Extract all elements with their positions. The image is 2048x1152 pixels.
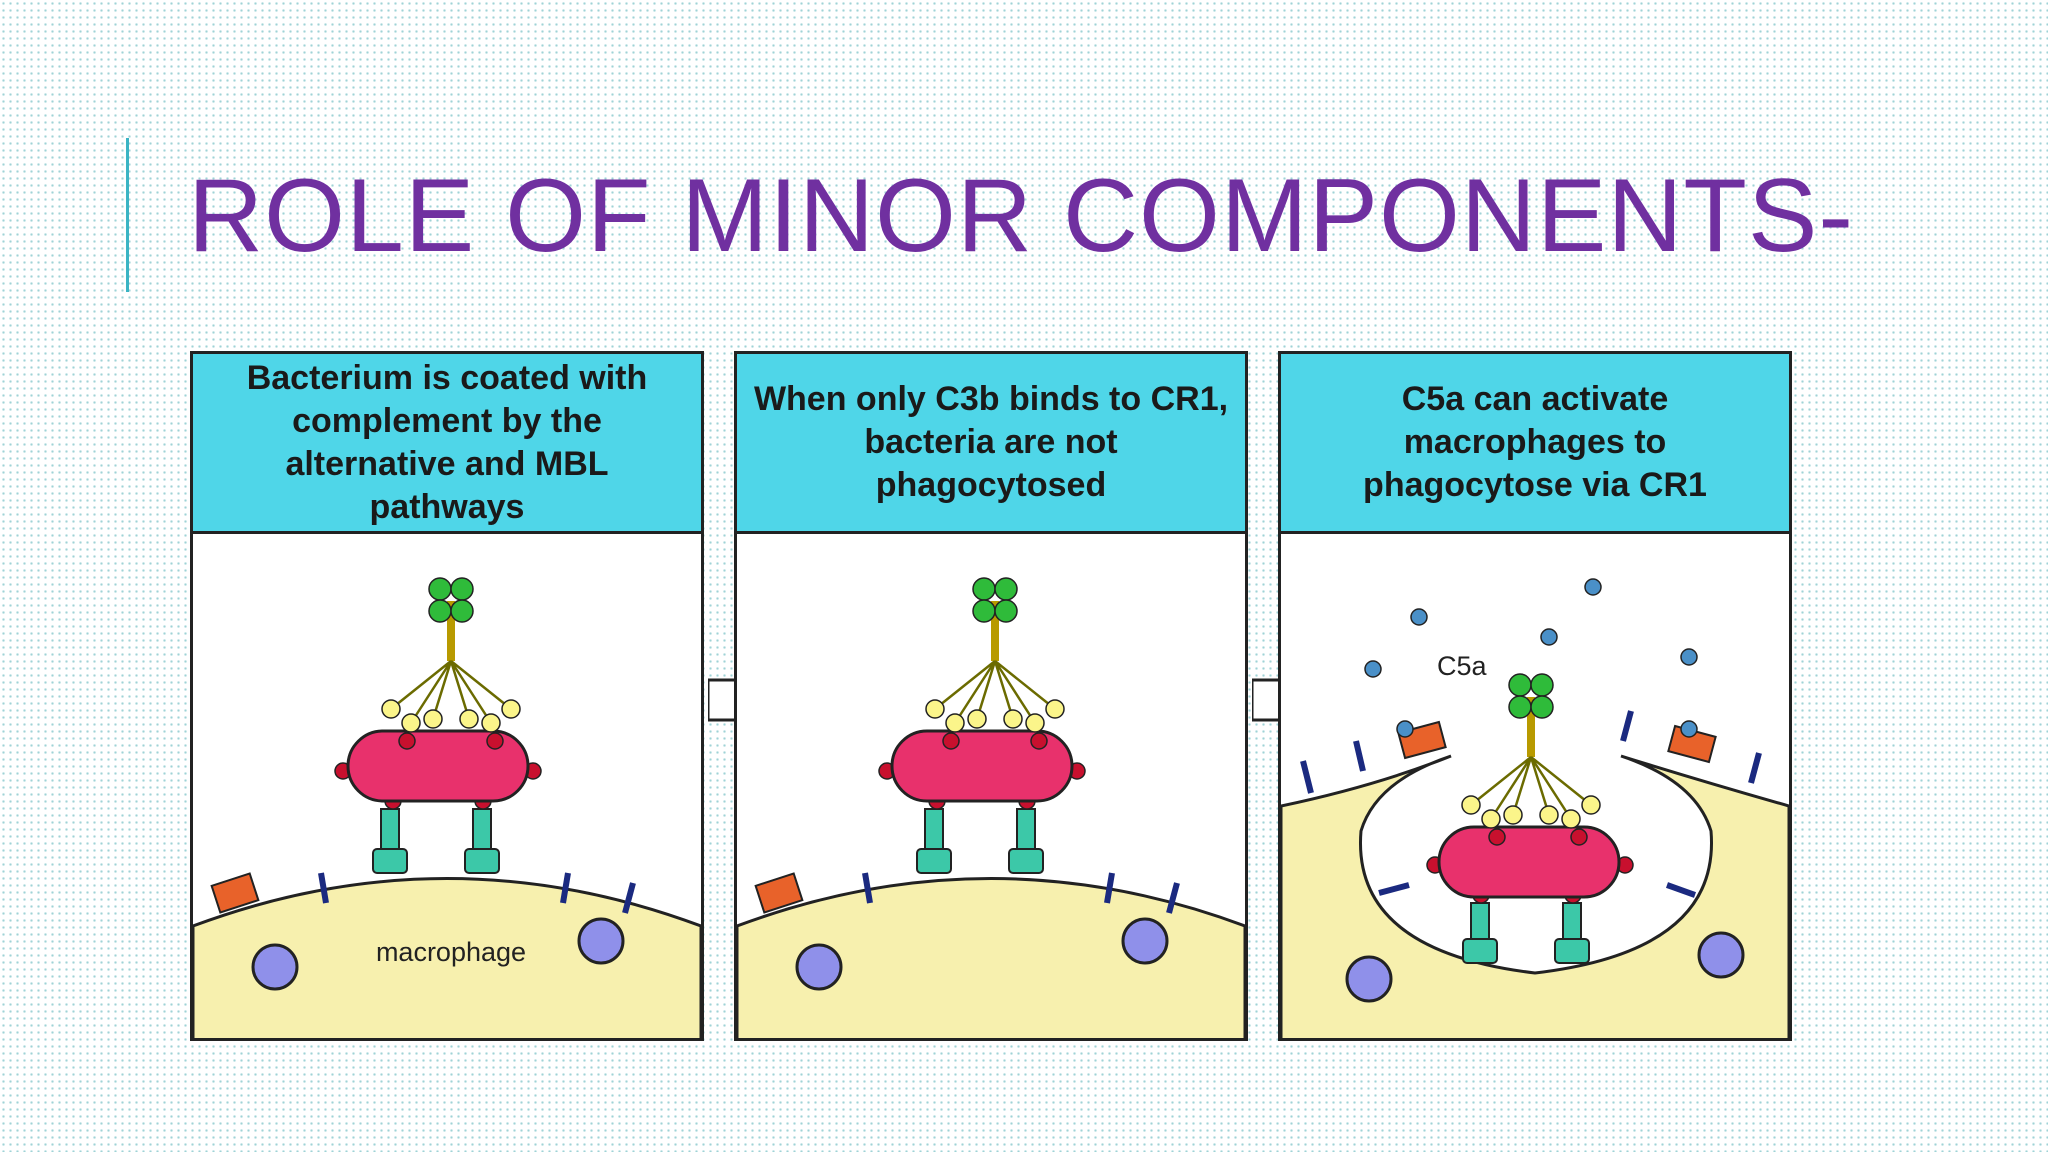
bacterium [1437,825,1621,899]
mbl-globular-head [428,599,452,623]
mbl-globular-head [972,599,996,623]
cr1-stalk [1104,872,1115,904]
mbl-globular-head [450,599,474,623]
mbl-head [945,713,965,733]
c5a-molecule [1540,628,1558,646]
c5a-molecule [1680,648,1698,666]
c5a-molecule [1396,720,1414,738]
panel-3-caption: C5a can activate macrophages to phagocyt… [1363,380,1707,504]
membrane-receptor [754,872,804,914]
bacterium [346,729,530,803]
c5a-label: C5a [1437,651,1488,681]
panel-2-caption: When only C3b binds to CR1, bacteria are… [753,380,1229,504]
mbl-head [1461,795,1481,815]
mbl-globular-head [1508,695,1532,719]
c3b-fragment [398,732,416,750]
macrophage-membrane [193,877,701,1038]
mbl-head [501,699,521,719]
panel-2: When only C3b binds to CR1, bacteria are… [734,351,1248,1041]
mbl-head [481,713,501,733]
c5a-molecule [1584,578,1602,596]
cr1-stalk [1166,882,1180,914]
cr1-stalk [1748,752,1762,784]
c3b-fragment [1570,828,1588,846]
membrane-receptor [210,872,260,914]
cr1-stalk [1665,882,1697,898]
panel-1-caption-box: Bacterium is coated with complement by t… [193,354,701,534]
c3b-fragment [942,732,960,750]
panel-2-caption-box: When only C3b binds to CR1, bacteria are… [737,354,1245,534]
panel-3-scene: C5a [1281,531,1789,1038]
mbl-globular-head [994,599,1018,623]
cr1-stalk [1378,882,1410,896]
mbl-globular-head [1530,673,1554,697]
mbl-head [925,699,945,719]
mbl-head [1025,713,1045,733]
mbl-head [1581,795,1601,815]
receptor-base [916,848,952,874]
mbl-head [381,699,401,719]
c3b-fragment [486,732,504,750]
granule [251,943,299,991]
mbl-arms [390,660,512,724]
mbl-head [1481,809,1501,829]
mbl-head [401,713,421,733]
mbl-head [1503,805,1523,825]
granule [1697,931,1745,979]
mbl-head [1561,809,1581,829]
slide-title: ROLE OF MINOR COMPONENTS- [188,158,1854,274]
granule [1121,917,1169,965]
receptor-base [1462,938,1498,964]
receptor-base [1008,848,1044,874]
cr1-stalk [318,872,329,904]
mbl-head [1045,699,1065,719]
macrophage-engulfing [1281,754,1789,1038]
mbl-globular-head [972,577,996,601]
cr1-stalk [622,882,636,914]
cr1-stalk [1300,760,1314,794]
panel-3: C5a can activate macrophages to phagocyt… [1278,351,1792,1041]
cr1-stalk [862,872,873,904]
receptor-base [464,848,500,874]
mbl-globular-head [450,577,474,601]
receptor-base [372,848,408,874]
mbl-head [1003,709,1023,729]
mbl-arms [1470,756,1592,820]
cr1-stalk [560,872,571,904]
mbl-head [1539,805,1559,825]
panel-2-scene [737,531,1245,1038]
panel-3-caption-box: C5a can activate macrophages to phagocyt… [1281,354,1789,534]
mbl-head [459,709,479,729]
cr1-stalk [1620,710,1634,742]
mbl-globular-head [994,577,1018,601]
macrophage-label: macrophage [376,937,526,967]
mbl-head [967,709,987,729]
panel-1-scene: macrophage [193,531,701,1038]
c5a-molecule [1364,660,1382,678]
granule [795,943,843,991]
granule [1345,955,1393,1003]
macrophage-membrane [737,877,1245,1038]
mbl-arms [934,660,1056,724]
receptor-base [1554,938,1590,964]
mbl-head [423,709,443,729]
mbl-globular-head [1508,673,1532,697]
cr1-stalk [1353,740,1366,772]
c5a-molecule [1680,720,1698,738]
bacterium [890,729,1074,803]
c3b-fragment [1030,732,1048,750]
c3b-fragment [1488,828,1506,846]
mbl-globular-head [428,577,452,601]
panel-1: Bacterium is coated with complement by t… [190,351,704,1041]
c5a-molecule [1410,608,1428,626]
title-accent-bar [126,138,129,292]
complement-phagocytosis-diagram: Bacterium is coated with complement by t… [190,345,1810,1050]
panel-1-caption: Bacterium is coated with complement by t… [246,358,648,526]
mbl-globular-head [1530,695,1554,719]
granule [577,917,625,965]
